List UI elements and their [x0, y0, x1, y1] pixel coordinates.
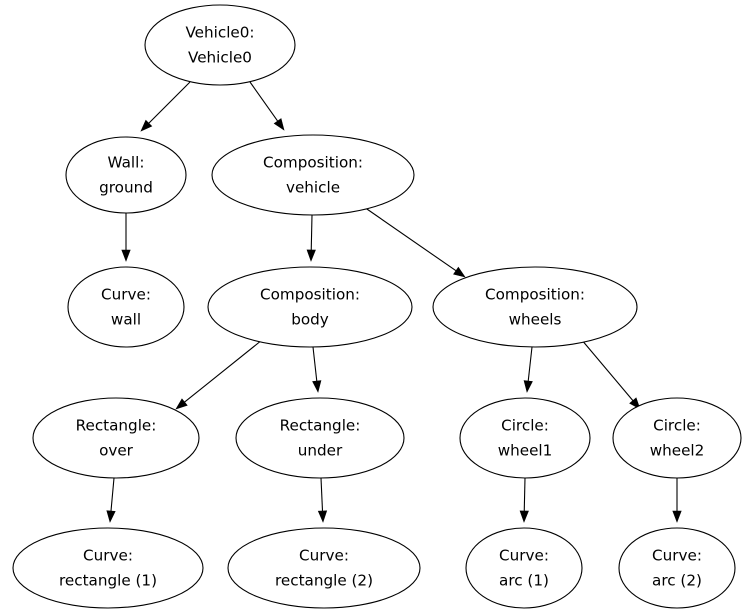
graph-edge [121, 213, 131, 262]
node-label-line2: body [291, 311, 329, 329]
graph-node-curve_wall[interactable]: Curve: wall [67, 266, 185, 348]
node-ellipse [618, 527, 736, 609]
node-label-line1: Composition: [485, 286, 585, 304]
edge-arrowhead [121, 249, 131, 262]
graph-edge [249, 81, 285, 131]
edge-arrowhead [306, 249, 316, 262]
edge-line [184, 339, 263, 403]
graph-edge [363, 206, 466, 278]
graph-node-wall_ground[interactable]: Wall: ground [65, 136, 187, 214]
node-ellipse [32, 397, 200, 479]
graph-edge [523, 346, 533, 393]
node-label-line1: Rectangle: [76, 417, 157, 435]
edge-arrowhead [273, 118, 285, 131]
node-label-line1: Curve: [499, 547, 549, 565]
node-label-line2: arc (2) [652, 572, 702, 590]
graph-node-curve_rectangle_2[interactable]: Curve: rectangle (2) [227, 527, 421, 609]
edge-arrowhead [453, 266, 466, 278]
graph-edge [672, 478, 682, 523]
edge-arrowhead [175, 398, 188, 410]
edge-line [110, 477, 115, 512]
node-ellipse [207, 266, 413, 348]
node-label-line2: wheel1 [498, 442, 553, 460]
node-ellipse [67, 266, 185, 348]
node-label-line1: Composition: [263, 154, 363, 172]
node-label-line2: vehicle [286, 179, 340, 197]
edge-line [312, 346, 318, 382]
graph-edge [317, 477, 328, 523]
node-label-line2: ground [99, 179, 153, 197]
node-label-line1: Rectangle: [280, 417, 361, 435]
node-label-line1: Circle: [501, 417, 549, 435]
graph-edge [106, 477, 116, 523]
node-ellipse [235, 397, 405, 479]
node-label-line1: Curve: [299, 547, 349, 565]
node-label-line2: wheel2 [650, 442, 705, 460]
node-label-line1: Curve: [652, 547, 702, 565]
node-label-line1: Curve: [101, 286, 151, 304]
edges-layer [106, 81, 682, 523]
graph-node-composition_body[interactable]: Composition: body [207, 266, 413, 348]
edge-line [249, 81, 279, 122]
edge-line [363, 206, 457, 272]
node-label-line1: Curve: [83, 547, 133, 565]
graph-node-composition_wheels[interactable]: Composition: wheels [432, 266, 638, 348]
node-label-line2: rectangle (2) [275, 572, 373, 590]
node-label-line2: under [298, 442, 343, 460]
graph-node-vehicle0[interactable]: Vehicle0: Vehicle0 [144, 4, 296, 86]
edge-arrowhead [523, 380, 533, 393]
edge-line [320, 477, 324, 512]
edge-arrowhead [106, 510, 116, 523]
node-label-line1: Wall: [108, 154, 145, 172]
node-label-line2: rectangle (1) [59, 572, 157, 590]
graph-node-circle_wheel2[interactable]: Circle: wheel2 [612, 397, 742, 479]
graph-node-rectangle_under[interactable]: Rectangle: under [235, 397, 405, 479]
graph-edge [519, 477, 529, 523]
node-ellipse [227, 527, 421, 609]
node-label-line2: arc (1) [499, 572, 549, 590]
graph-node-curve_arc_1[interactable]: Curve: arc (1) [465, 527, 583, 609]
edge-arrowhead [317, 510, 328, 523]
graph-node-composition_vehicle[interactable]: Composition: vehicle [211, 134, 415, 216]
edge-line [527, 346, 533, 382]
edge-arrowhead [312, 380, 322, 393]
node-label-line1: Composition: [260, 286, 360, 304]
graph-node-curve_arc_2[interactable]: Curve: arc (2) [618, 527, 736, 609]
node-label-line2: wall [111, 311, 141, 329]
node-ellipse [465, 527, 583, 609]
edge-line [148, 81, 191, 124]
node-label-line2: wheels [509, 311, 562, 329]
graph-edge [140, 81, 191, 132]
graph-edge [175, 339, 263, 410]
graph-node-circle_wheel1[interactable]: Circle: wheel1 [459, 397, 591, 479]
node-label-line1: Vehicle0: [185, 24, 254, 42]
node-ellipse [12, 527, 204, 609]
node-ellipse [432, 266, 638, 348]
edge-line [523, 477, 526, 512]
node-ellipse [65, 136, 187, 214]
node-label-line2: over [99, 442, 134, 460]
node-label-line1: Circle: [653, 417, 701, 435]
graph-edge [306, 214, 316, 262]
graph-node-rectangle_over[interactable]: Rectangle: over [32, 397, 200, 479]
edge-line [310, 214, 313, 251]
edge-line [580, 338, 634, 401]
graph-node-curve_rectangle_1[interactable]: Curve: rectangle (1) [12, 527, 204, 609]
node-ellipse [459, 397, 591, 479]
node-label-line2: Vehicle0 [188, 49, 252, 67]
edge-arrowhead [519, 510, 529, 523]
graph-edge [580, 338, 641, 410]
node-ellipse [144, 4, 296, 86]
node-ellipse [211, 134, 415, 216]
graph-edge [312, 346, 322, 393]
edge-arrowhead [672, 510, 682, 523]
nodes-layer: Vehicle0:Vehicle0Wall:groundComposition:… [12, 4, 742, 609]
node-ellipse [612, 397, 742, 479]
edge-arrowhead [140, 119, 153, 132]
